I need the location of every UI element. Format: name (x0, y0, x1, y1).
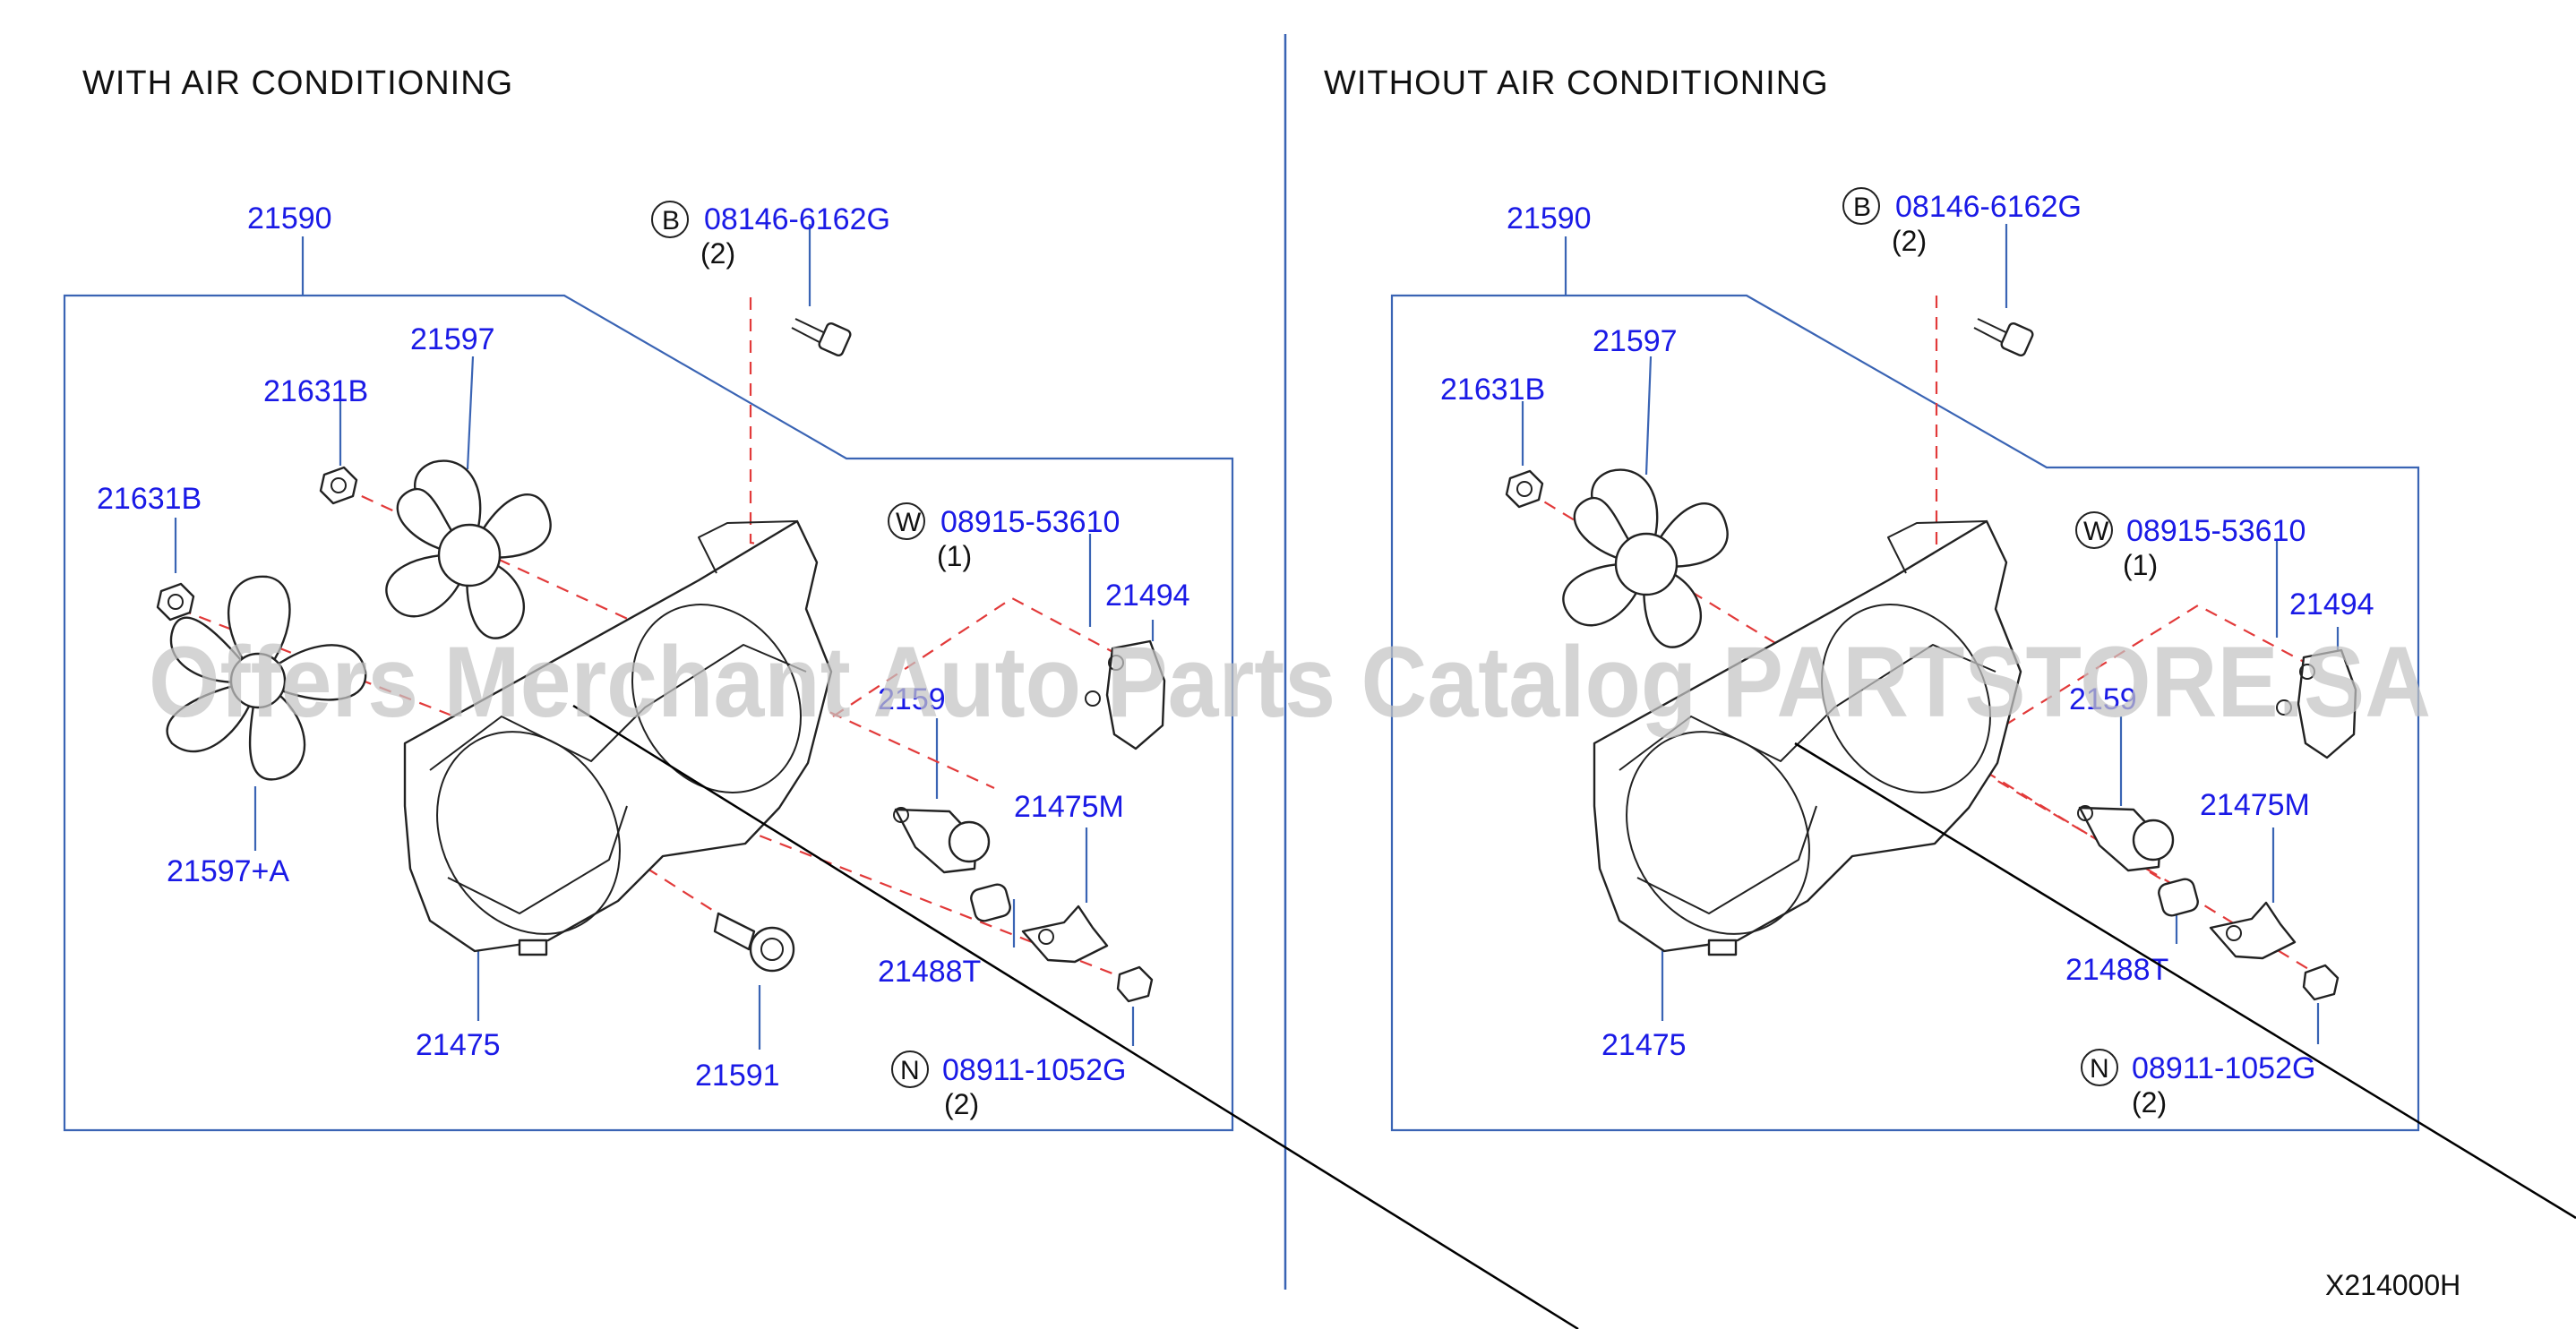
nut-08911[interactable] (1116, 965, 1154, 1003)
code-w-letter: W (896, 508, 922, 537)
label-2159x[interactable]: 2159 (878, 682, 946, 716)
nut-08911[interactable] (2302, 964, 2340, 1001)
label-nut[interactable]: 08911-1052G (942, 1053, 1126, 1087)
code-n-letter: N (900, 1056, 920, 1085)
code-w-badge (888, 502, 925, 540)
label-21597[interactable]: 21597 (410, 322, 495, 356)
bracket-21475m[interactable] (1021, 905, 1109, 964)
code-b-letter: B (662, 206, 680, 236)
section-with-ac: WITH AIR CONDITIONING (63, 64, 1234, 1132)
label-21631b-top[interactable]: 21631B (1440, 373, 1545, 407)
qty-washer: (1) (937, 540, 972, 572)
code-b-badge (1842, 187, 1880, 225)
bracket-21494[interactable] (2276, 648, 2357, 759)
code-n-badge (2081, 1049, 2118, 1086)
qty-nut: (2) (2132, 1086, 2167, 1119)
label-21488t[interactable]: 21488T (2065, 953, 2168, 987)
nut-21631b-top[interactable] (1505, 469, 1544, 509)
fan-shroud-21475[interactable] (401, 519, 834, 967)
assembly-frame (1390, 294, 2420, 1132)
resistor-2159x[interactable] (893, 807, 991, 874)
label-21631b-top[interactable]: 21631B (263, 374, 368, 408)
code-b-badge (651, 201, 689, 238)
label-2159x[interactable]: 2159 (2069, 682, 2137, 716)
label-bolt[interactable]: 08146-6162G (1895, 190, 2082, 224)
label-21488t[interactable]: 21488T (878, 955, 981, 989)
label-21590[interactable]: 21590 (1507, 201, 1592, 236)
label-21475m[interactable]: 21475M (2200, 788, 2310, 822)
code-n-letter: N (2090, 1054, 2109, 1084)
label-21494[interactable]: 21494 (2289, 587, 2374, 622)
nut-21631b-left[interactable] (156, 582, 195, 622)
fan-blade-21597[interactable] (385, 459, 552, 639)
fan-blade-21597a[interactable] (166, 575, 367, 781)
label-washer[interactable]: 08915-53610 (940, 505, 1120, 539)
label-21475[interactable]: 21475 (416, 1028, 501, 1062)
section-without-ac: WITHOUT AIR CONDITIONING (1324, 64, 2420, 1132)
bracket-21494[interactable] (1085, 639, 1166, 750)
label-21631b-left[interactable]: 21631B (97, 482, 202, 516)
diagram-code: X214000H (2325, 1269, 2460, 1301)
label-21597[interactable]: 21597 (1593, 324, 1678, 358)
bracket-21475m[interactable] (2209, 901, 2297, 960)
fan-blade-21597[interactable] (1562, 468, 1729, 648)
fan-shroud-21475[interactable] (1591, 519, 2023, 967)
qty-bolt: (2) (1892, 225, 1927, 257)
label-nut[interactable]: 08911-1052G (2132, 1051, 2315, 1085)
label-21494[interactable]: 21494 (1105, 579, 1190, 613)
leader-lines (1521, 224, 2340, 1044)
spacer-21488t[interactable] (969, 882, 1012, 922)
assembly-frame (63, 294, 1234, 1132)
bolt-part[interactable] (791, 318, 852, 356)
nut-21631b-top[interactable] (319, 466, 358, 505)
label-21475m[interactable]: 21475M (1014, 790, 1124, 824)
diagonal-line (1794, 742, 2576, 1220)
resistor-2159x[interactable] (2077, 805, 2175, 872)
watermark: Offers Merchant Auto Parts Catalog PARTS… (149, 626, 2431, 738)
label-21475[interactable]: 21475 (1601, 1028, 1687, 1062)
label-21597a[interactable]: 21597+A (167, 854, 289, 888)
motor-21591[interactable] (713, 912, 795, 973)
code-b-letter: B (1853, 193, 1871, 222)
qty-nut: (2) (944, 1088, 979, 1120)
label-washer[interactable]: 08915-53610 (2126, 514, 2306, 548)
label-21590[interactable]: 21590 (247, 201, 332, 236)
section-title: WITHOUT AIR CONDITIONING (1324, 64, 1829, 102)
code-n-badge (891, 1050, 929, 1088)
label-21591[interactable]: 21591 (695, 1059, 780, 1093)
label-bolt[interactable]: 08146-6162G (704, 202, 890, 236)
leader-lines (174, 224, 1155, 1050)
qty-washer: (1) (2123, 549, 2158, 581)
spacer-21488t[interactable] (2157, 877, 2200, 917)
bolt-part[interactable] (1973, 318, 2034, 356)
code-w-badge (2075, 511, 2113, 549)
qty-bolt: (2) (700, 237, 735, 270)
code-w-letter: W (2083, 517, 2109, 546)
diagonal-line (572, 704, 1579, 1329)
section-title: WITH AIR CONDITIONING (82, 64, 513, 102)
